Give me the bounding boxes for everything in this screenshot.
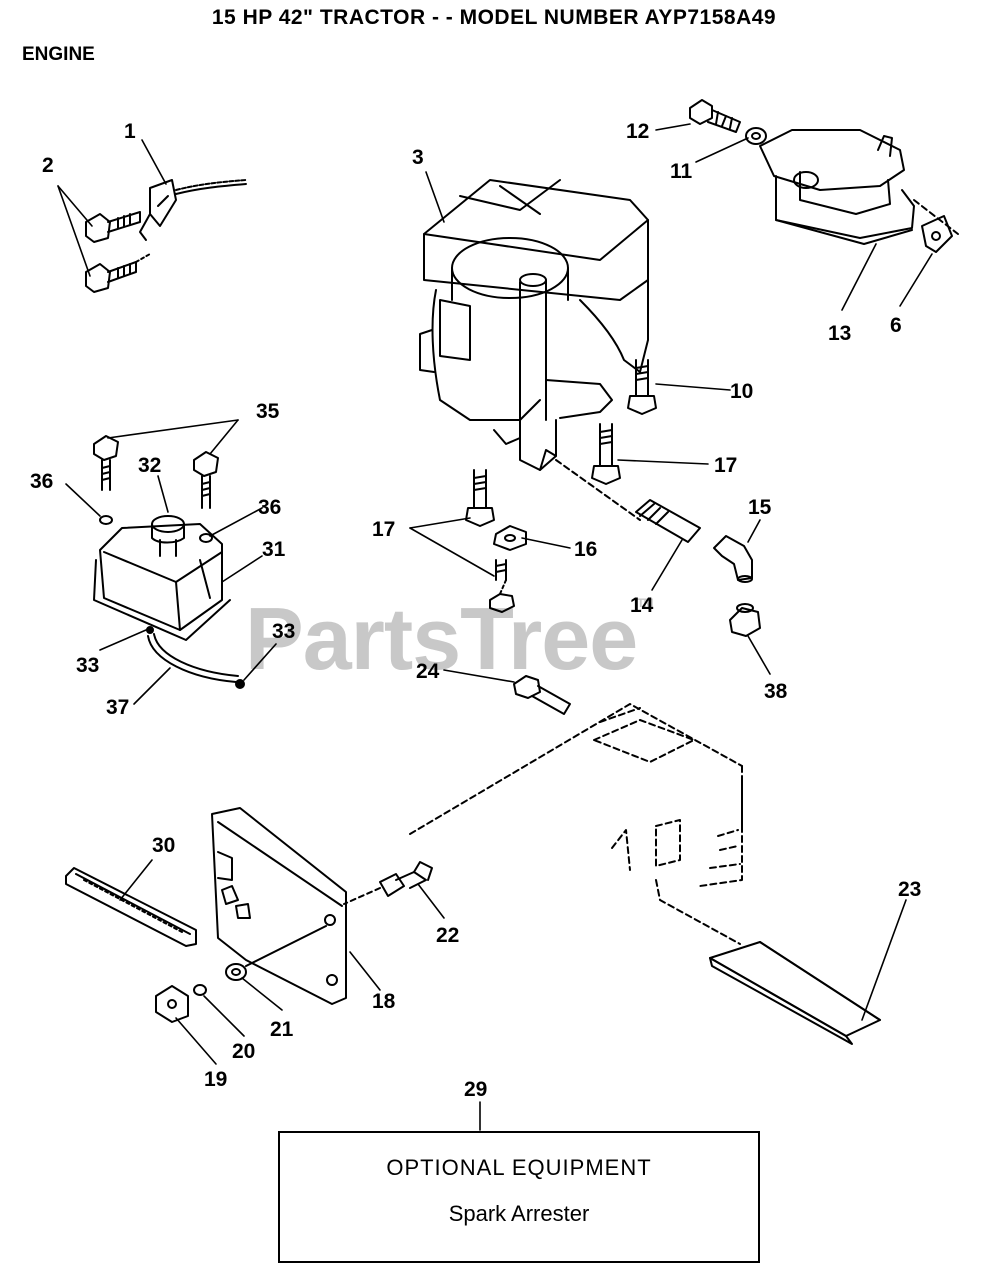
callout-20: 20 [232, 1040, 255, 1063]
callout-6: 6 [890, 314, 902, 337]
cap-part [729, 603, 761, 637]
lock-nut-part [493, 525, 527, 551]
page-title: 15 HP 42" TRACTOR - - MODEL NUMBER AYP71… [211, 6, 777, 29]
trim-strip-part [65, 867, 197, 947]
elbow-part [713, 535, 753, 583]
gasket-part [745, 127, 767, 145]
clip-part [155, 985, 189, 1023]
bolt-part [689, 99, 741, 133]
callout-18: 18 [372, 990, 396, 1013]
optional-equipment-box: OPTIONAL EQUIPMENT Spark Arrester [278, 1131, 760, 1263]
callout-13: 13 [828, 322, 851, 345]
callout-22: 22 [436, 924, 459, 947]
washer-part [199, 533, 213, 543]
engine-cover-part [211, 807, 347, 1005]
nut-part [193, 984, 207, 996]
callout-15: 15 [748, 496, 772, 519]
callout-10: 10 [730, 380, 753, 403]
optional-equipment-item: Spark Arrester [448, 1201, 590, 1226]
engine-part [419, 179, 649, 521]
pin-part [343, 861, 433, 905]
bolt-part [591, 423, 621, 485]
spacer-part [225, 925, 327, 981]
frame-outline [409, 703, 743, 887]
callout-23: 23 [898, 878, 921, 901]
bolt-part [513, 675, 571, 715]
callout-11: 11 [670, 160, 693, 183]
bolt-part [85, 253, 151, 293]
callout-21: 21 [270, 1018, 294, 1041]
muffler-gasket-part [921, 215, 953, 253]
callout-19: 19 [204, 1068, 227, 1091]
callout-36-right: 36 [258, 496, 281, 519]
callout-2: 2 [42, 154, 54, 177]
callout-33-right: 33 [272, 620, 295, 643]
fuel-line-part [146, 626, 245, 689]
callout-14: 14 [630, 594, 654, 617]
callout-32: 32 [138, 454, 161, 477]
callout-17-lower: 17 [372, 518, 395, 541]
heat-shield-part [655, 879, 881, 1045]
callout-33-left: 33 [76, 654, 99, 677]
callout-35: 35 [256, 400, 280, 423]
callout-3: 3 [412, 146, 424, 169]
partstree-watermark: PartsTreeTM [245, 588, 654, 690]
fuel-cap-part [151, 515, 185, 557]
washer-part [99, 515, 113, 525]
callout-37: 37 [106, 696, 129, 719]
leader-lines [57, 123, 933, 1131]
callout-1: 1 [124, 120, 136, 143]
stud-part [489, 559, 515, 613]
callout-17-upper: 17 [714, 454, 737, 477]
watermark-text: PartsTree [245, 589, 638, 688]
bolt-part [85, 211, 141, 243]
cable-bracket-part [139, 179, 247, 241]
callout-24: 24 [416, 660, 440, 683]
fuel-tank-part [93, 523, 231, 641]
callout-31: 31 [262, 538, 286, 561]
callout-30: 30 [152, 834, 175, 857]
bolt-part [193, 451, 219, 509]
pipe-nipple-part [635, 499, 701, 543]
callout-labels: 1 2 3 6 10 11 12 13 14 15 16 17 17 18 19… [30, 120, 921, 1101]
bolt-part [627, 359, 657, 415]
section-heading: ENGINE [22, 44, 95, 65]
muffler-part [759, 129, 959, 245]
bolt-part [93, 435, 119, 491]
callout-38: 38 [764, 680, 788, 703]
optional-equipment-title: OPTIONAL EQUIPMENT [386, 1155, 652, 1180]
callout-16: 16 [574, 538, 597, 561]
callout-12: 12 [626, 120, 649, 143]
callout-29: 29 [464, 1078, 487, 1101]
callout-36-left: 36 [30, 470, 53, 493]
watermark-trademark: TM [637, 596, 653, 610]
